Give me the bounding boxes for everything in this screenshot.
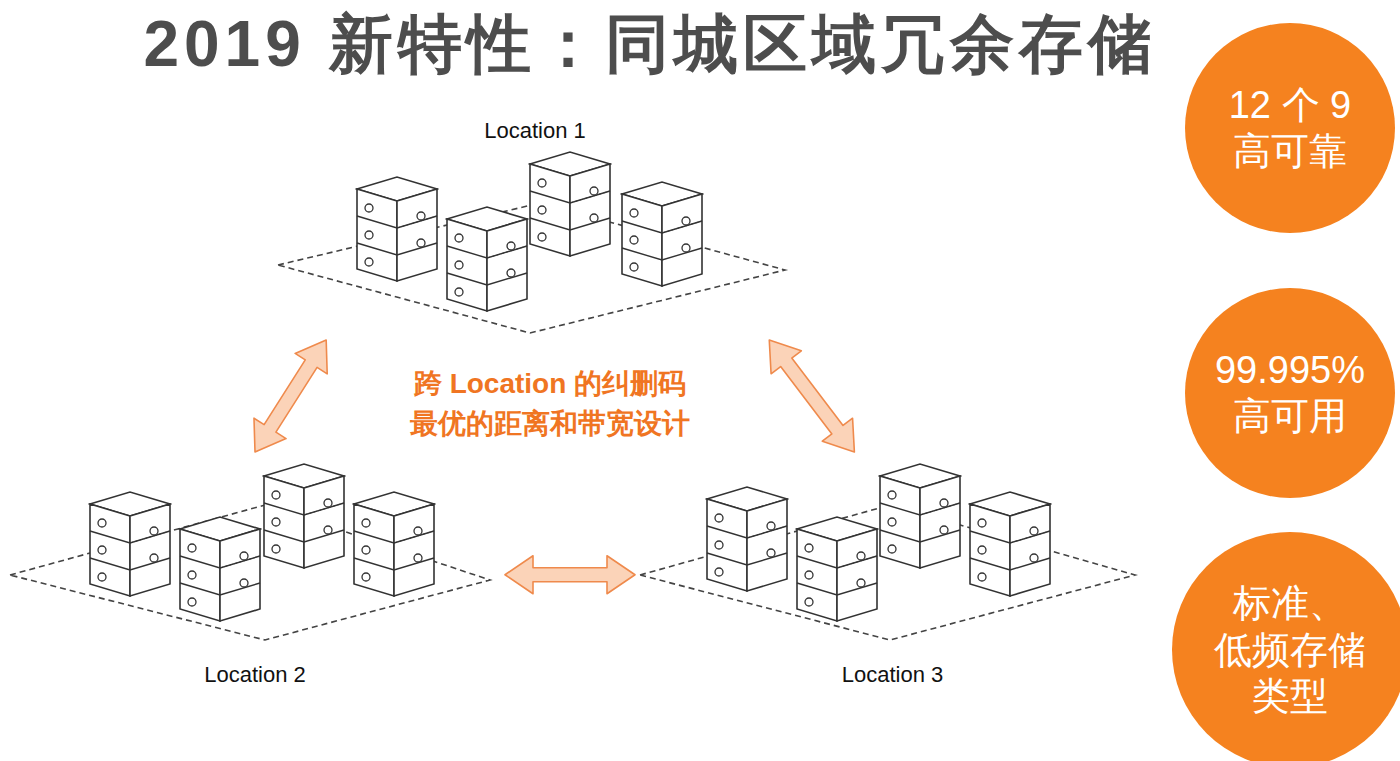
location-label: Location 1 <box>270 118 800 144</box>
server-stack <box>530 152 610 256</box>
server-stack <box>797 517 877 621</box>
circle-fill <box>1172 532 1400 761</box>
location-label: Location 3 <box>635 662 1150 688</box>
server-stack <box>264 464 344 568</box>
circle-shape <box>1185 23 1395 233</box>
feature-text: 低频存储类型 <box>1210 627 1370 720</box>
platform-dashed <box>10 505 490 640</box>
server-stack <box>354 492 434 596</box>
circle-shape <box>1185 288 1395 498</box>
server-stack <box>880 464 960 568</box>
feature-circle: 标准、低频存储类型 <box>1172 532 1400 761</box>
server-stack <box>357 177 437 281</box>
note-group: 跨 Location 的纠删码最优的距离和带宽设计 <box>330 364 770 444</box>
note-text: 最优的距离和带宽设计 <box>330 404 770 444</box>
feature-circle: 99.995%高可用 <box>1185 288 1395 498</box>
feature-text: 12 个 9 <box>1229 82 1352 128</box>
platform-dashed <box>640 505 1135 640</box>
title-text: 2019 新特性：同城区域冗余存储 <box>0 6 1300 83</box>
double-arrow <box>769 340 854 452</box>
double-arrow <box>254 340 327 452</box>
feature-circle: 12 个 9高可靠 <box>1185 23 1395 233</box>
server-stack <box>622 182 702 286</box>
location-label: Location 2 <box>5 662 505 688</box>
server-stack <box>970 492 1050 596</box>
server-stack <box>447 207 527 311</box>
feature-text: 高可用 <box>1233 393 1347 439</box>
server-stack <box>180 517 260 621</box>
server-stack <box>707 487 787 591</box>
feature-text: 标准、 <box>1233 580 1347 626</box>
platform-dashed <box>278 203 785 333</box>
circle-fill <box>1185 23 1395 233</box>
feature-text: 99.995% <box>1215 347 1365 393</box>
feature-text: 高可靠 <box>1233 128 1347 174</box>
circle-fill <box>1185 288 1395 498</box>
double-arrow <box>505 556 635 594</box>
note-text: 跨 Location 的纠删码 <box>330 364 770 404</box>
server-stack <box>90 492 170 596</box>
